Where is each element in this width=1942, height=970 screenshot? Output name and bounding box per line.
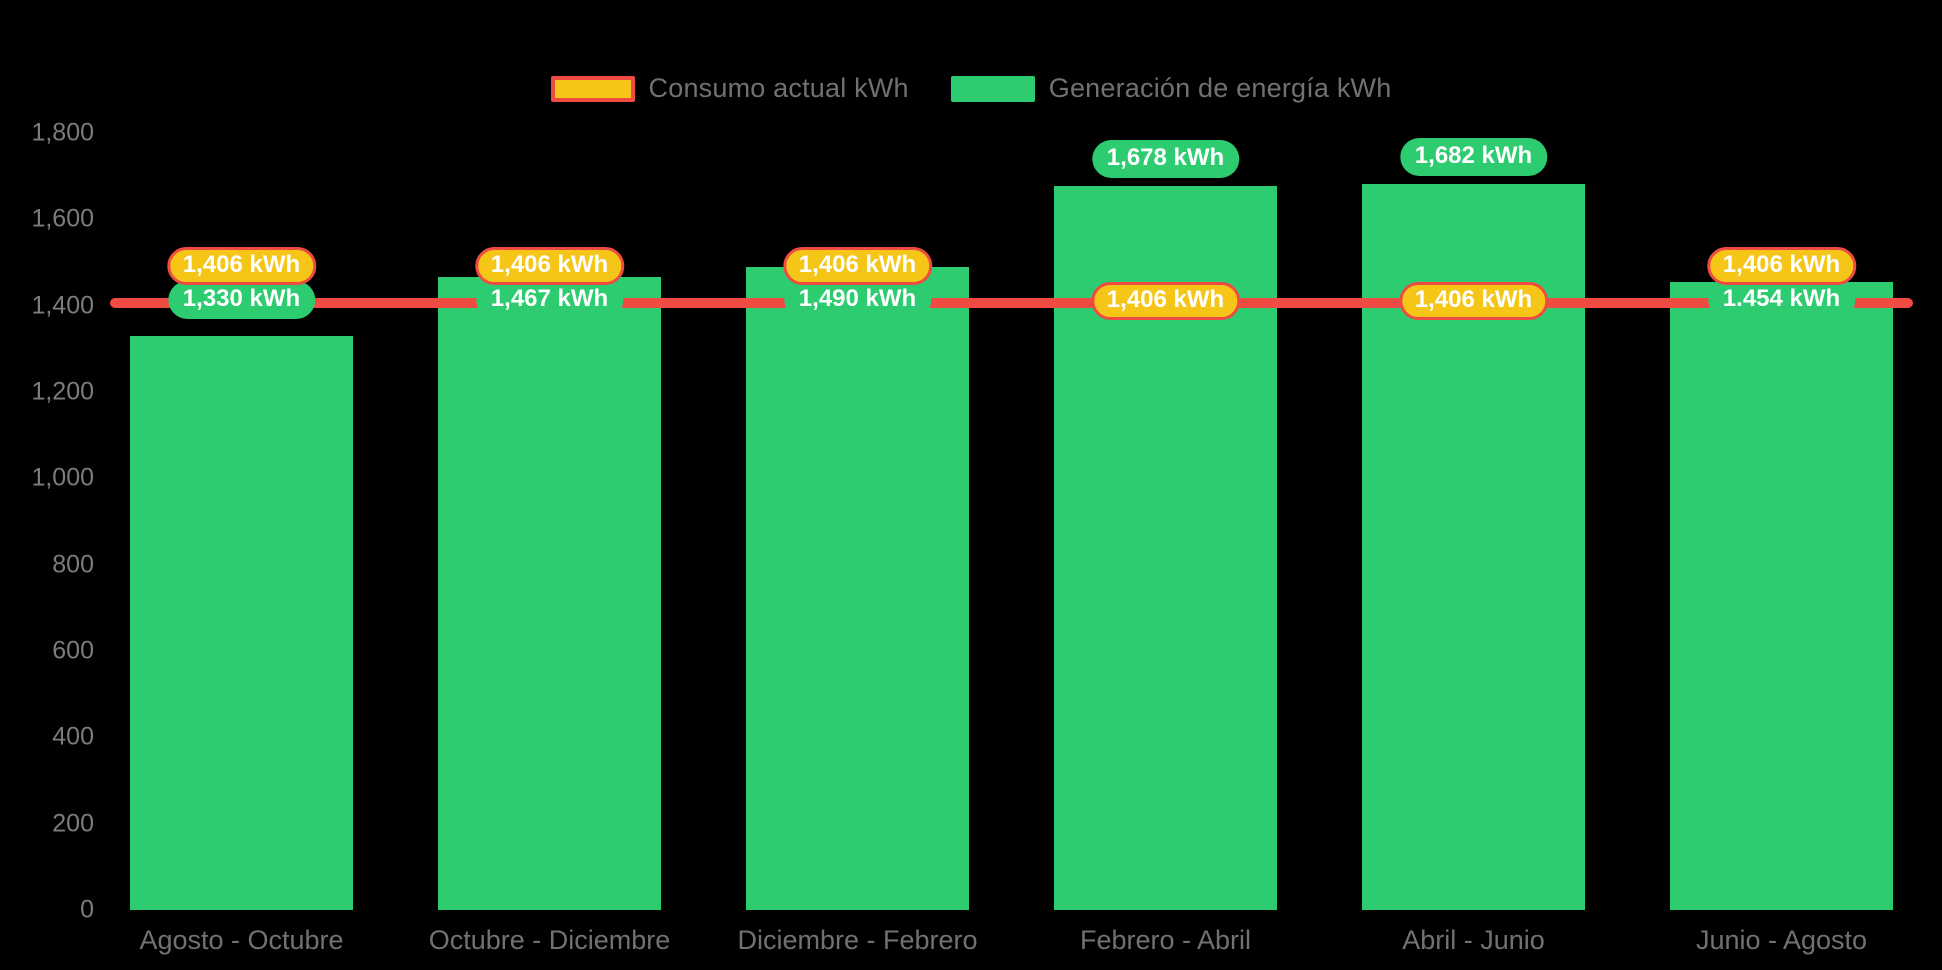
data-label-generacion: 1,490 kWh — [783, 281, 932, 319]
data-label-consumo: 1,406 kWh — [1090, 282, 1241, 320]
data-label-generacion: 1.454 kWh — [1707, 281, 1856, 319]
y-axis-tick-label: 200 — [52, 809, 94, 838]
y-axis-tick-label: 1,200 — [31, 377, 94, 406]
legend-item-consumo[interactable]: Consumo actual kWh — [550, 73, 909, 104]
x-axis-tick-label: Octubre - Diciembre — [428, 925, 671, 955]
x-axis-tick-label: Diciembre - Febrero — [737, 925, 978, 955]
legend-swatch-consumo-icon — [550, 75, 635, 102]
data-label-generacion: 1,682 kWh — [1399, 137, 1548, 176]
data-label-generacion: 1,678 kWh — [1091, 139, 1240, 178]
y-axis-tick-label: 1,600 — [31, 204, 94, 233]
x-axis-tick-label: Agosto - Octubre — [139, 925, 344, 955]
y-axis-tick-label: 1,800 — [31, 118, 94, 147]
y-axis-tick-label: 1,000 — [31, 463, 94, 492]
x-axis-tick-label: Junio - Agosto — [1695, 925, 1868, 955]
data-label-consumo: 1,406 kWh — [1706, 247, 1857, 285]
y-axis-tick-label: 800 — [52, 550, 94, 579]
consumo-target-line — [110, 298, 1913, 309]
y-axis: 0 200 400 600 800 1,000 1,200 1,400 1,600 1,800 — [0, 0, 108, 970]
legend-swatch-generacion-icon — [950, 75, 1035, 102]
legend-label-consumo: Consumo actual kWh — [648, 73, 909, 103]
bar-generacion[interactable] — [746, 266, 969, 910]
data-label-generacion: 1,330 kWh — [167, 281, 316, 319]
data-label-generacion: 1,467 kWh — [475, 281, 624, 319]
data-label-consumo: 1,406 kWh — [474, 247, 625, 285]
y-axis-tick-label: 600 — [52, 636, 94, 665]
data-label-consumo: 1,406 kWh — [166, 247, 317, 285]
data-label-consumo: 1,406 kWh — [1398, 282, 1549, 320]
bar-generacion[interactable] — [438, 276, 661, 910]
y-axis-tick-label: 0 — [80, 895, 94, 924]
chart-legend: Consumo actual kWh Generación de energía… — [0, 0, 1942, 116]
y-axis-tick-label: 1,400 — [31, 291, 94, 320]
x-axis-tick-label: Abril - Junio — [1402, 925, 1545, 955]
bar-generacion[interactable] — [130, 335, 353, 910]
bar-generacion[interactable] — [1670, 282, 1893, 910]
y-axis-tick-label: 400 — [52, 722, 94, 751]
data-label-consumo: 1,406 kWh — [782, 247, 933, 285]
legend-label-generacion: Generación de energía kWh — [1048, 73, 1392, 103]
legend-item-generacion[interactable]: Generación de energía kWh — [950, 73, 1392, 104]
x-axis-tick-label: Febrero - Abril — [1079, 925, 1252, 955]
